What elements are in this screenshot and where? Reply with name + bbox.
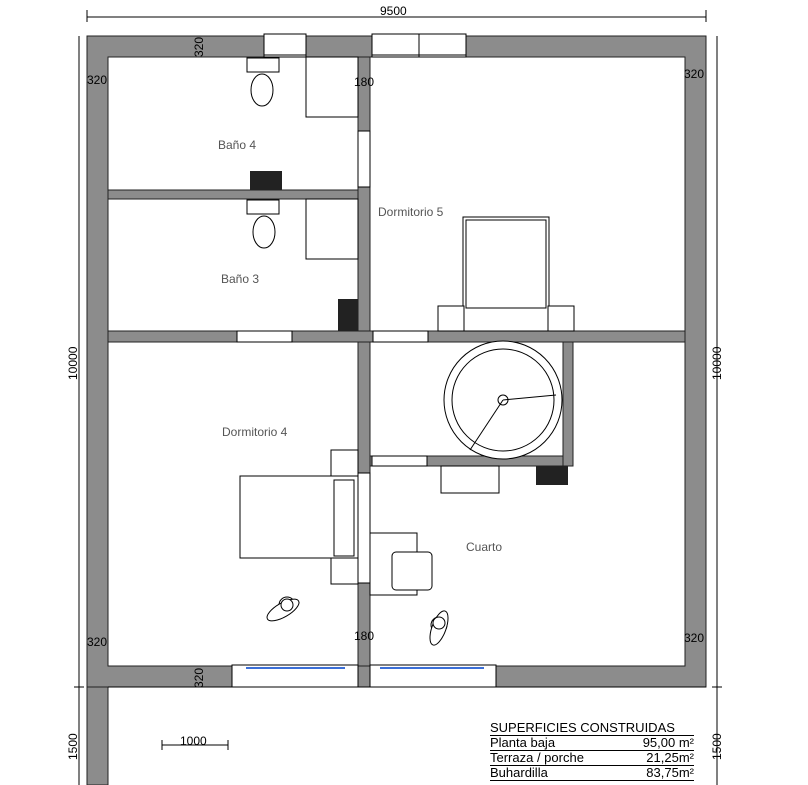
row-label: Terraza / porche [490,750,584,765]
dim-label-wall: 320 [684,631,704,645]
door-bano4[interactable] [357,130,371,188]
person-icon [429,610,449,646]
door-dormitorio5[interactable] [372,330,429,343]
bed-dormitorio4 [239,449,359,585]
dim-label-wall: 320 [192,37,206,57]
bed-dormitorio5 [437,216,575,332]
window-bottom-left [231,664,359,688]
room-label: Cuarto [466,540,502,554]
room-label: Dormitorio 4 [222,425,288,439]
dim-label-inner-wall: 180 [354,629,374,643]
dim-height-right [712,36,722,785]
door-bano3[interactable] [236,330,293,343]
dim-label-wall: 320 [87,635,107,649]
room-label: Dormitorio 5 [378,205,444,219]
table-row: Buhardilla 83,75m² [490,766,694,781]
table-title: SUPERFICIES CONSTRUIDAS [490,720,675,735]
chair [391,551,433,591]
toilet-bano3 [246,199,280,249]
person-icon [266,596,300,622]
stair-wall-vertical [562,341,574,467]
sink-bano4 [250,171,282,190]
terrace-wall [86,686,109,785]
bath-divider-wall [107,189,359,200]
scale-bar [161,740,229,750]
sink-bano3 [338,299,358,331]
dim-height-left [74,36,84,785]
door-cuarto[interactable] [371,455,428,467]
table-row: Planta baja 95,00 m² [490,736,694,751]
row-value: 83,75m² [646,765,694,780]
dim-label-wall: 320 [192,668,206,688]
dim-label-wall: 320 [684,67,704,81]
window-top-right [371,33,467,58]
row-label: Buhardilla [490,765,548,780]
table-row: Terraza / porche 21,25m² [490,751,694,766]
row-value: 21,25m² [646,750,694,765]
dim-label-terrace-right: 1500 [710,733,724,760]
desk-cuarto [440,465,500,494]
dim-width [86,10,707,22]
window-bottom-right [369,664,497,688]
spiral-staircase [443,340,563,460]
scale-label: 1000 [180,734,207,748]
dim-label-height-right: 10000 [710,346,724,380]
sink-cuarto [536,466,568,485]
dim-label-wall: 320 [87,73,107,87]
toilet-bano4 [246,57,280,107]
room-label: Baño 4 [218,138,256,152]
shower-bano3 [305,198,359,260]
door-dormitorio4[interactable] [357,472,371,584]
row-value: 95,00 m² [642,735,694,750]
window-top-left [263,33,307,58]
dim-label-height-left: 10000 [66,346,80,380]
dim-label-terrace-left: 1500 [66,733,80,760]
room-label: Baño 3 [221,272,259,286]
dim-label-inner-wall: 180 [354,75,374,89]
row-label: Planta baja [490,735,556,750]
shower-bano4 [305,56,359,118]
dim-label-width: 9500 [380,4,407,18]
area-table-title: SUPERFICIES CONSTRUIDAS [490,721,694,736]
area-table: SUPERFICIES CONSTRUIDAS Planta baja 95,00… [490,721,694,781]
